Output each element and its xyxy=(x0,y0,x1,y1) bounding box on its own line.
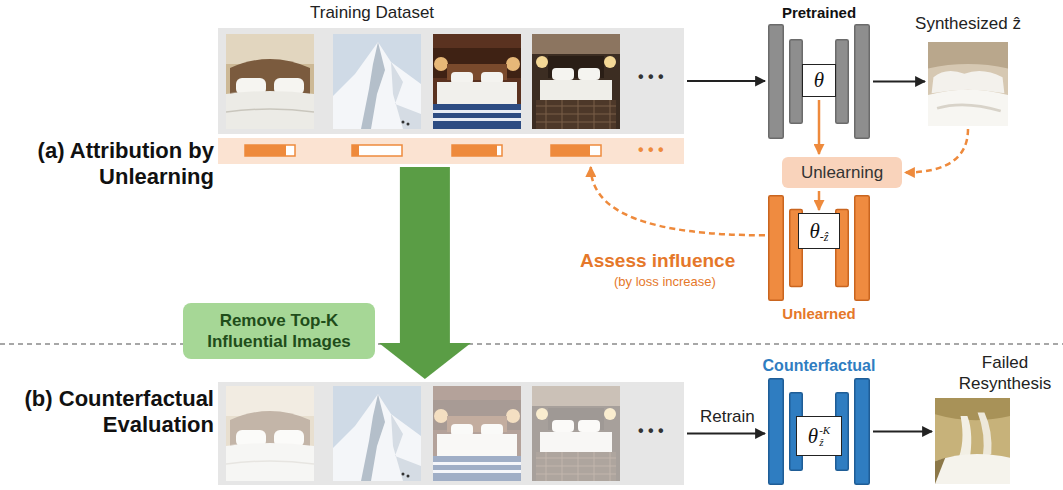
image-frame: Synthesized ẑ xyxy=(928,42,1008,126)
connector xyxy=(873,81,925,82)
layer-bar xyxy=(836,40,849,124)
layer-bar xyxy=(855,25,870,139)
removed-veil xyxy=(532,386,620,481)
edge-label: Assess influence xyxy=(578,250,737,272)
parameter-box: θ-ẑ xyxy=(798,213,840,249)
synthesized-photo xyxy=(928,42,1008,126)
process-label: Unlearning xyxy=(801,163,883,183)
process-box: Unlearning xyxy=(782,157,902,188)
image-frame: Failed Resynthesis xyxy=(935,398,1010,484)
network: Counterfactualθ-Kẑ xyxy=(768,378,870,485)
dataset-panel xyxy=(218,28,684,134)
parameter-box: θ-Kẑ xyxy=(796,416,842,456)
training-images xyxy=(226,34,620,129)
photo xyxy=(226,34,314,129)
failed-photo xyxy=(935,398,1010,484)
connector-line xyxy=(873,81,925,83)
parameter-symbol: θ xyxy=(814,70,824,91)
connector xyxy=(591,167,765,235)
arrow-head xyxy=(379,343,471,379)
parameter-subscript: ẑ xyxy=(819,436,830,448)
layer-bar xyxy=(769,379,784,485)
divider-line xyxy=(0,343,1063,345)
influence-band: • • • xyxy=(218,138,684,164)
parameter-symbol: θ xyxy=(810,221,820,242)
network: Pretrainedθ xyxy=(768,24,870,139)
arrow-shaft xyxy=(400,167,450,344)
layer-bar xyxy=(855,196,870,301)
photo xyxy=(532,386,620,481)
script-stack: -Kẑ xyxy=(819,424,830,448)
bar-fill xyxy=(245,145,286,156)
influence-bars xyxy=(245,145,601,156)
block-arrow xyxy=(379,167,471,379)
panel-label: (a) Attribution by Unlearning xyxy=(6,138,214,191)
connector-line xyxy=(591,167,765,235)
bar-frame xyxy=(452,145,502,156)
connector-line xyxy=(873,431,932,433)
removed-veil xyxy=(433,386,521,481)
image-caption: Failed Resynthesis xyxy=(955,352,1055,395)
parameter-subscript: -ẑ xyxy=(820,231,829,243)
network-label: Pretrained xyxy=(782,4,856,21)
dataset-panel: Training Dataset• • • xyxy=(218,28,684,134)
connector-line xyxy=(905,129,968,173)
parameter-superscript: -K xyxy=(819,424,830,436)
connector xyxy=(687,81,765,82)
remaining-images xyxy=(226,386,620,481)
connector-line xyxy=(818,100,821,154)
network-label: Unlearned xyxy=(782,305,855,322)
bar-fill xyxy=(551,145,590,156)
removed-veil xyxy=(226,386,314,481)
photo xyxy=(333,386,421,481)
panel-heading: Training Dataset xyxy=(310,3,434,23)
action-box: Remove Top-K Influential Images xyxy=(183,303,375,359)
network-label: Counterfactual xyxy=(763,357,876,375)
connector xyxy=(819,100,820,154)
connector-line xyxy=(687,433,765,435)
connector-line xyxy=(687,80,765,82)
bar-frame xyxy=(551,145,601,156)
influence-band xyxy=(218,138,684,164)
dataset-panel: • • • xyxy=(218,382,684,485)
connector xyxy=(819,191,820,210)
bar-fill xyxy=(352,145,359,156)
action-label: Remove Top-K Influential Images xyxy=(193,310,365,353)
photo xyxy=(433,386,521,481)
bar-frame xyxy=(352,145,402,156)
ellipsis: • • • xyxy=(638,422,664,440)
note: (by loss increase) xyxy=(614,274,716,289)
layer-bar xyxy=(790,40,803,124)
network: Unlearnedθ-ẑ xyxy=(768,195,870,301)
parameter-box: θ xyxy=(802,64,836,97)
layer-bar xyxy=(855,379,870,485)
ellipsis: • • • xyxy=(638,68,664,86)
bar-fill xyxy=(452,145,497,156)
edge-label: Retrain xyxy=(698,407,757,427)
connector-line xyxy=(818,191,821,210)
photo xyxy=(532,34,620,129)
layer-bar xyxy=(769,25,784,139)
dataset-panel xyxy=(218,382,684,485)
panel-label: (b) Counterfactual Evaluation xyxy=(4,386,214,439)
photo xyxy=(226,386,314,481)
photo xyxy=(433,34,521,129)
connector xyxy=(687,433,765,434)
parameter-symbol: θ xyxy=(808,426,818,447)
image-caption: Synthesized ẑ xyxy=(915,14,1021,34)
bar-frame xyxy=(245,145,295,156)
photo xyxy=(333,34,421,129)
connector xyxy=(905,129,968,173)
layer-bar xyxy=(769,196,784,301)
ellipsis: • • • xyxy=(638,141,664,159)
connector xyxy=(873,431,932,432)
